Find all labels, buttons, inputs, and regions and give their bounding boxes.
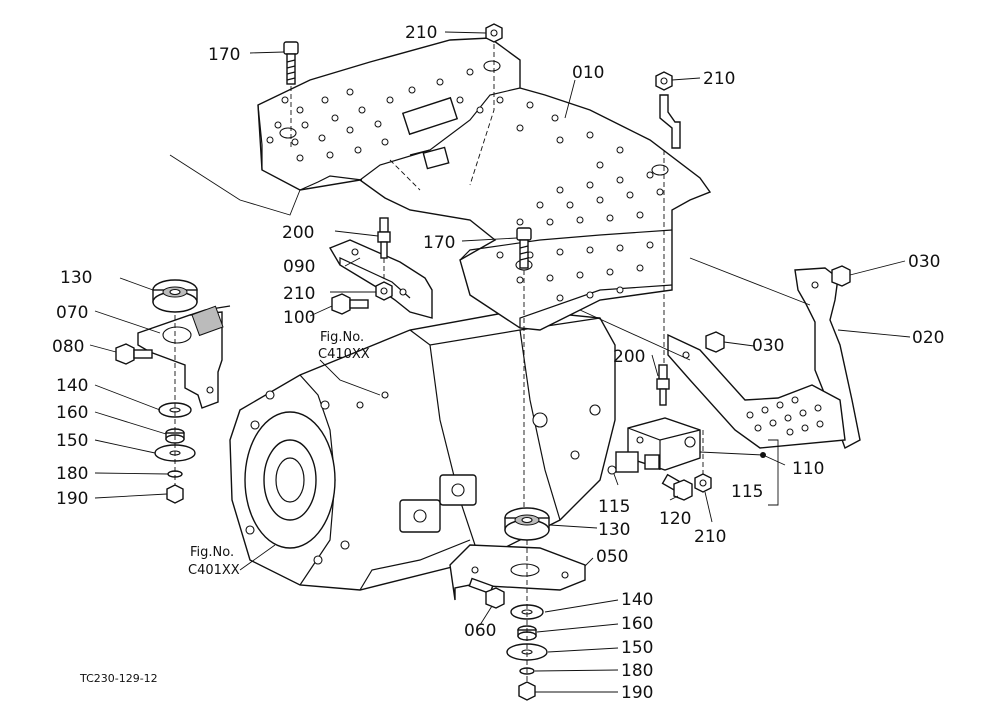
bolt-060 xyxy=(468,577,505,609)
bolt-170-top xyxy=(283,41,299,85)
bolt-100 xyxy=(331,293,369,315)
label-080: 080 xyxy=(52,337,84,357)
label-150-left: 150 xyxy=(56,431,88,451)
bolt-170-center xyxy=(516,227,532,269)
bolt-080 xyxy=(115,343,153,365)
floor-plate-010 xyxy=(257,37,712,331)
label-120: 120 xyxy=(659,509,691,529)
label-140-left: 140 xyxy=(56,376,88,396)
label-160-left: 160 xyxy=(56,403,88,423)
diagram-code: TC230-129-12 xyxy=(79,672,158,685)
label-210-mid: 210 xyxy=(283,284,315,304)
nut-210-mid xyxy=(375,281,393,301)
assembly-axes xyxy=(174,44,704,682)
label-180-right: 180 xyxy=(621,661,653,681)
nut-190-left xyxy=(166,484,184,504)
rubber-mount-130-right xyxy=(504,507,550,541)
label-020: 020 xyxy=(912,328,944,348)
label-200-right: 200 xyxy=(613,347,645,367)
label-115-left: 115 xyxy=(598,497,630,517)
label-130-left: 130 xyxy=(60,268,92,288)
mount-bracket-050 xyxy=(449,544,586,601)
label-030-right: 030 xyxy=(908,252,940,272)
label-100: 100 xyxy=(283,308,315,328)
bolt-120 xyxy=(661,473,693,501)
bolt-030-left xyxy=(705,331,725,353)
label-210-bottom: 210 xyxy=(694,527,726,547)
label-030-left: 030 xyxy=(752,336,784,356)
leader-lines xyxy=(89,31,911,693)
label-180-left: 180 xyxy=(56,464,88,484)
bolt-030-right xyxy=(831,265,851,287)
label-050: 050 xyxy=(596,547,628,567)
nut-210-bottom xyxy=(694,473,712,493)
label-150-right: 150 xyxy=(621,638,653,658)
fig-ref-upper-line2: C410XX xyxy=(318,347,370,362)
label-200-left: 200 xyxy=(282,223,314,243)
nut-210-right xyxy=(655,71,681,149)
label-210-top: 210 xyxy=(405,23,437,43)
label-170-center: 170 xyxy=(423,233,455,253)
label-110: 110 xyxy=(792,459,824,479)
fig-ref-upper-line1: Fig.No. xyxy=(320,330,364,345)
label-115-right: 115 xyxy=(731,482,763,502)
label-070: 070 xyxy=(56,303,88,323)
label-190-right: 190 xyxy=(621,683,653,703)
nut-210-top xyxy=(485,23,503,43)
stud-200-right xyxy=(656,364,670,406)
label-160-right: 160 xyxy=(621,614,653,634)
part-labels: 170 210 010 210 200 170 090 210 100 Fig.… xyxy=(52,23,944,703)
label-060: 060 xyxy=(464,621,496,641)
label-130-right: 130 xyxy=(598,520,630,540)
stud-200-left xyxy=(377,217,391,259)
nut-190-right xyxy=(518,681,536,701)
mount-bracket-070 xyxy=(137,305,231,409)
transmission-housing xyxy=(229,309,616,591)
valve-block-110 xyxy=(615,417,701,473)
fig-ref-lower-line1: Fig.No. xyxy=(190,545,234,560)
step-bracket-020 xyxy=(667,267,861,449)
label-010: 010 xyxy=(572,63,604,83)
label-210-right: 210 xyxy=(703,69,735,89)
label-090: 090 xyxy=(283,257,315,277)
fig-ref-lower-line2: C401XX xyxy=(188,563,240,578)
label-140-right: 140 xyxy=(621,590,653,610)
label-170-top: 170 xyxy=(208,45,240,65)
rubber-mount-130-left xyxy=(152,279,198,313)
label-190-left: 190 xyxy=(56,489,88,509)
